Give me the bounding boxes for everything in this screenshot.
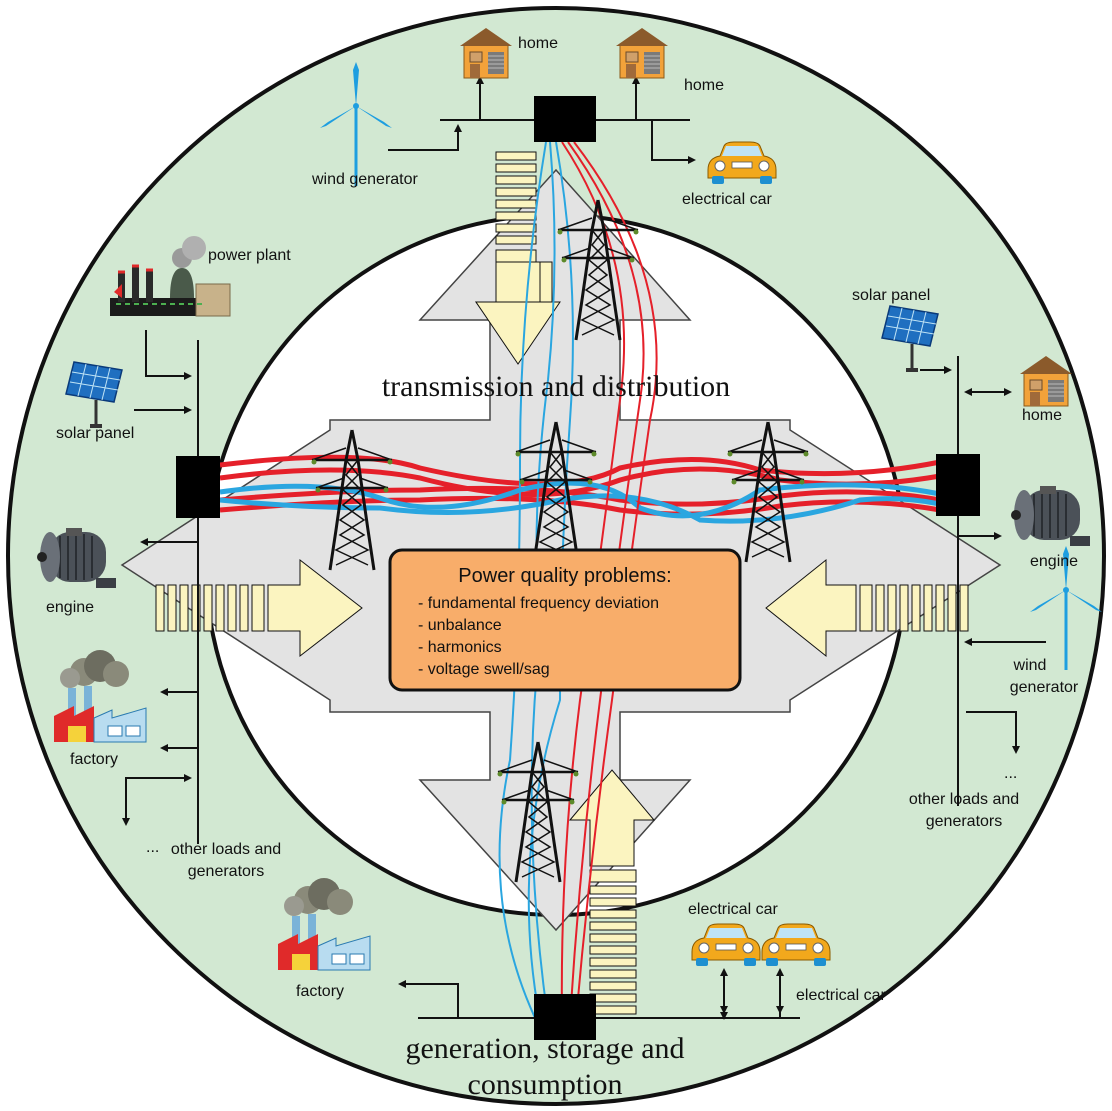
- label-other-loads: generators: [926, 813, 1003, 830]
- label-other-loads: other loads and: [171, 841, 281, 858]
- label-factory: factory: [296, 983, 344, 1000]
- label-home: home: [518, 35, 558, 52]
- label-other-loads: other loads and: [909, 791, 1019, 808]
- label-ellipsis: ...: [146, 839, 159, 856]
- label-home: home: [1022, 407, 1062, 424]
- junction-box-icon: [176, 456, 220, 518]
- label-electrical-car: electrical car: [682, 191, 772, 208]
- ladder-left: [155, 584, 265, 632]
- junction-box-icon: [534, 994, 596, 1040]
- callout-item: - unbalance: [418, 617, 502, 634]
- callout-item: - fundamental frequency deviation: [418, 595, 659, 612]
- section-title-bottom-2: consumption: [468, 1068, 623, 1101]
- label-home: home: [684, 77, 724, 94]
- junction-box-icon: [936, 454, 980, 516]
- label-electrical-car: electrical car: [688, 901, 778, 918]
- bus-lines: [197, 119, 959, 1019]
- flow-arrow-right: [267, 558, 363, 658]
- ladder-right: [859, 584, 969, 632]
- junction-box-icon: [534, 96, 596, 142]
- label-power-plant: power plant: [208, 247, 291, 264]
- section-title-top: transmission and distribution: [382, 370, 730, 403]
- label-generator: generator: [1010, 679, 1079, 696]
- callout-item: - harmonics: [418, 639, 502, 656]
- power-quality-callout: [388, 548, 742, 692]
- flow-arrow-left: [765, 558, 857, 658]
- flow-arrow-up: [568, 769, 656, 867]
- ladder-top: [495, 151, 537, 263]
- label-engine: engine: [46, 599, 94, 616]
- label-solar-panel: solar panel: [56, 425, 134, 442]
- callout-item: - voltage swell/sag: [418, 661, 550, 678]
- label-other-loads: generators: [188, 863, 265, 880]
- label-factory: factory: [70, 751, 118, 768]
- callout-title: Power quality problems:: [458, 565, 671, 587]
- label-solar-panel: solar panel: [852, 287, 930, 304]
- label-wind: wind: [1013, 657, 1047, 674]
- label-engine: engine: [1030, 553, 1078, 570]
- label-ellipsis: ...: [1004, 765, 1017, 782]
- ladder-bottom: [589, 869, 637, 1015]
- label-electrical-car: electrical car: [796, 987, 886, 1004]
- label-wind-generator: wind generator: [311, 171, 419, 188]
